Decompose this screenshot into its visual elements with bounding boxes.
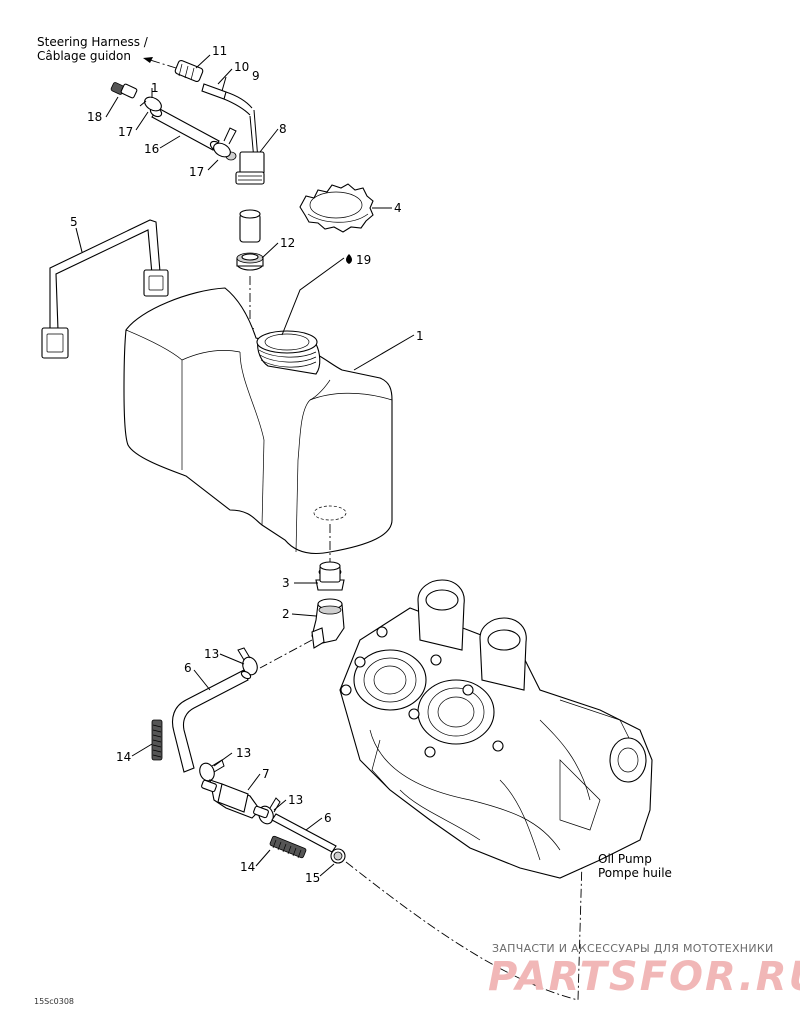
spring-part-14-upper	[151, 719, 163, 761]
callout-4: 4	[394, 201, 402, 215]
spring-part-14-lower	[269, 835, 307, 859]
oil-filter-part-7	[201, 779, 269, 819]
callout-3: 3	[282, 576, 290, 590]
watermark: ЗАПЧАСТИ И АКСЕССУАРЫ ДЛЯ МОТОТЕХНИКИ PA…	[488, 942, 800, 1000]
watermark-logo: PARTSFOR.RU	[488, 954, 800, 1000]
drop-icon	[346, 254, 352, 264]
callout-13-c: 13	[288, 793, 303, 807]
callout-14-upper: 14	[116, 750, 131, 764]
vent-hose-part-16	[149, 106, 223, 152]
clamp-part-17-lower	[213, 127, 237, 158]
harness-dash-line	[149, 59, 177, 69]
callout-2: 2	[282, 607, 290, 621]
callout-1-tank: 1	[416, 329, 424, 343]
grommet-part-3	[315, 561, 345, 591]
filler-cap-part-4	[299, 183, 374, 233]
callout-13-b: 13	[236, 746, 251, 760]
callout-leaders	[75, 54, 415, 877]
elbow-fitting-part-2	[311, 598, 345, 649]
harness-arrow	[143, 57, 153, 63]
callout-11: 11	[212, 44, 227, 58]
callout-8: 8	[279, 122, 287, 136]
callout-1-clamp: 1	[151, 81, 159, 95]
steering-harness-label-fr: Câblage guidon	[37, 49, 131, 63]
oil-pump-label: Oil Pump Pompe huile	[598, 852, 672, 880]
callout-5: 5	[70, 215, 78, 229]
oil-hose-part-6-lower	[271, 813, 337, 853]
watermark-tagline: ЗАПЧАСТИ И АКСЕССУАРЫ ДЛЯ МОТОТЕХНИКИ	[492, 942, 774, 955]
oil-hose-part-6-upper	[171, 669, 252, 773]
steering-harness-label-en: Steering Harness /	[37, 35, 149, 49]
oil-pump-label-fr: Pompe huile	[598, 866, 672, 880]
oil-tank-part-1	[123, 287, 393, 555]
steering-harness-label: Steering Harness / Câblage guidon	[37, 35, 177, 69]
callout-13-a: 13	[204, 647, 219, 661]
callout-10: 10	[234, 60, 249, 74]
callout-6-lower: 6	[324, 811, 332, 825]
callout-7: 7	[262, 767, 270, 781]
engine-illustration	[339, 579, 653, 879]
callout-17-lower: 17	[189, 165, 204, 179]
leader-19	[281, 257, 345, 336]
tank-strap-part-5	[41, 219, 169, 359]
callout-17-upper: 17	[118, 125, 133, 139]
callout-15: 15	[305, 871, 320, 885]
clamp-part-17-upper	[139, 96, 162, 112]
callout-12: 12	[280, 236, 295, 250]
callout-numbers: 11 10 9 1 18 17 16 17 8 4 5 12 19 1 3 2 …	[70, 44, 424, 885]
level-sensor-part-8	[225, 151, 265, 185]
pump-dash-line	[345, 859, 583, 1001]
clamp-part-13-a	[237, 647, 258, 676]
drawing-code: 15Sc0308	[34, 997, 74, 1006]
callout-14-lower: 14	[240, 860, 255, 874]
callout-16: 16	[144, 142, 159, 156]
fitting-part-15	[330, 848, 346, 864]
elbow-dash-line	[259, 639, 313, 669]
callout-9: 9	[252, 69, 260, 83]
grommet-part-12	[236, 209, 264, 271]
fitting-part-18	[110, 82, 138, 99]
oil-pump-label-en: Oil Pump	[598, 852, 652, 866]
clamp-part-13-b	[199, 759, 225, 782]
callout-6-upper: 6	[184, 661, 192, 675]
callout-19: 19	[356, 253, 371, 267]
callout-18: 18	[87, 110, 102, 124]
connector-part-11	[174, 59, 204, 83]
